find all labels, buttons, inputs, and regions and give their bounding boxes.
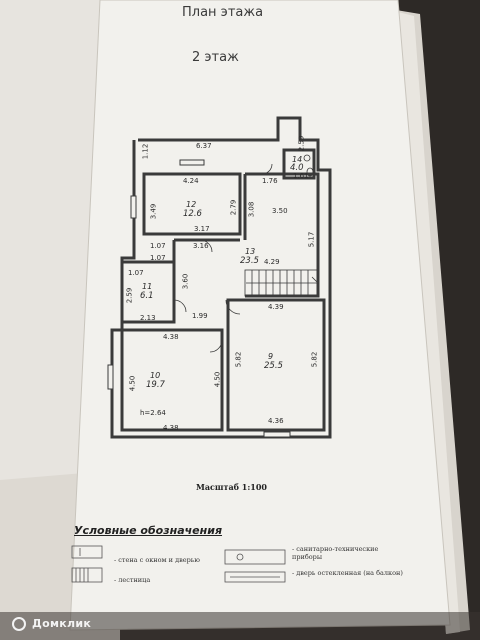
floor-label: 2 этаж [192,50,239,65]
scale-label: Масштаб 1:100 [196,482,267,492]
legend-item: - стена с окном и дверью [114,556,200,564]
dimension: 4.24 [183,177,199,185]
dimension: 6.37 [196,142,212,150]
room-number: 13 [245,247,256,256]
dimension: 4.39 [268,303,284,311]
dimension: 2.79 [229,199,238,216]
dimension: 3.50 [272,207,288,215]
dimension: 1.61 [293,172,309,180]
legend-heading: Условные обозначения [74,524,223,537]
dimension: 2.59 [125,287,134,304]
dimension: 1.07 [150,254,166,262]
height-label: h=2.64 [140,409,166,417]
dimension: 2.59 [297,135,306,152]
dimension: 1.76 [262,177,278,185]
dimension: 4.36 [268,417,284,425]
room-number: 12 [186,200,197,209]
watermark-text: Домклик [32,617,92,630]
dimension: 5.82 [310,351,319,368]
legend-item: - дверь остекленная (на балкон) [292,569,403,577]
room-number: 10 [150,371,161,380]
dimension: 1.12 [141,143,150,160]
dimension: 2.13 [140,314,156,322]
dimension: 5.17 [307,231,316,248]
dimension: 4.38 [163,424,179,432]
watermark-logo [12,617,26,631]
room-area: 25.5 [264,361,283,371]
room-area: 4.0 [290,163,304,173]
legend-item: - санитарно-технические приборы [292,545,379,561]
dimension: 3.17 [194,225,210,233]
room-area: 6.1 [140,291,154,301]
dimension: 4.50 [213,371,222,388]
plan-title: План этажа [182,5,264,20]
room-number: 14 [292,155,303,164]
room-number: 9 [268,352,274,361]
dimension: 4.50 [128,375,137,392]
dimension: 3.16 [193,242,209,250]
room-area: 12.6 [183,209,202,219]
dimension: 3.60 [181,273,190,290]
dimension: 1.99 [192,312,208,320]
dimension: 4.38 [163,333,179,341]
dimension: 3.49 [149,203,158,220]
room-area: 23.5 [240,256,259,266]
dimension: 1.07 [150,242,166,250]
room-area: 19.7 [146,380,165,390]
dimension: 1.07 [128,269,144,277]
legend-item: - лестница [114,576,151,584]
dimension: 4.29 [264,258,280,266]
room-number: 11 [142,282,153,291]
dimension: 3.08 [247,201,256,218]
dimension: 5.82 [234,351,243,368]
